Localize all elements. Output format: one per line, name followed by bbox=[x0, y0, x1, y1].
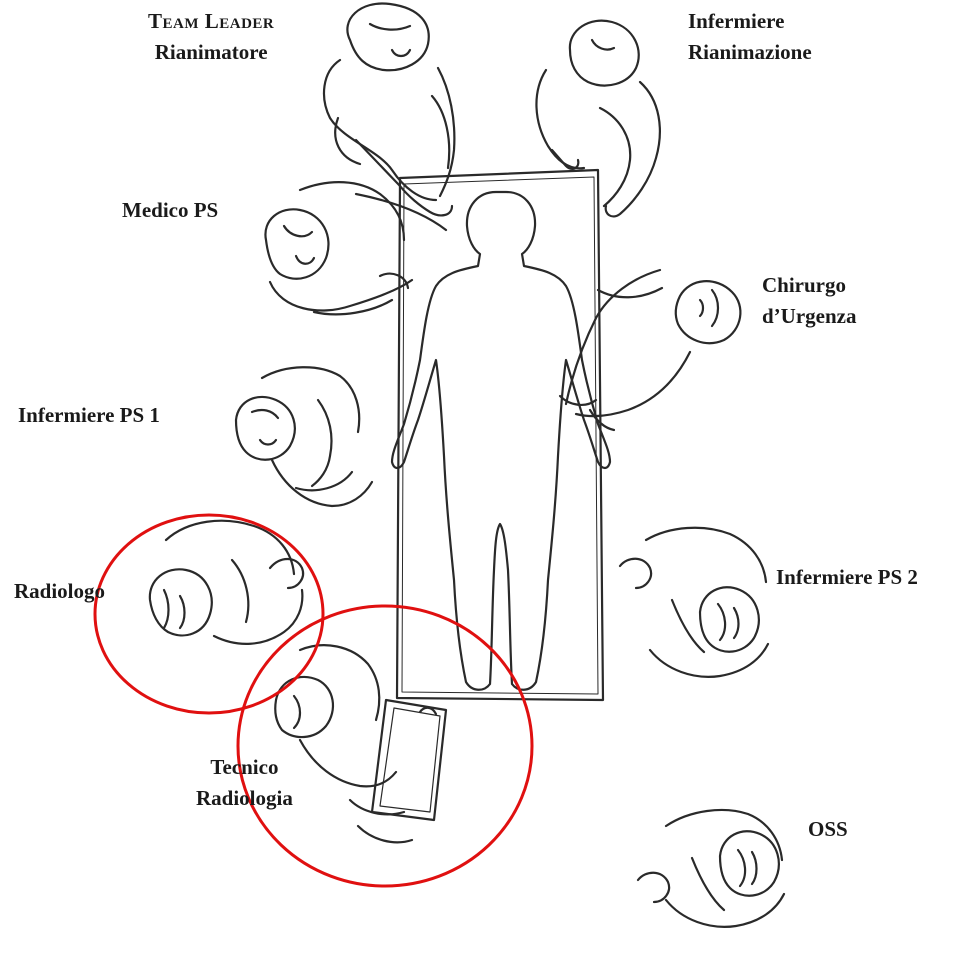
tecnico-line2: Radiologia bbox=[196, 783, 293, 814]
radiologo-text: Radiologo bbox=[14, 576, 105, 607]
tecnico-line1: Tecnico bbox=[196, 752, 293, 783]
infermiere-ps1-label: Infermiere PS 1 bbox=[18, 400, 160, 431]
infermiere-ps2-figure bbox=[620, 528, 768, 677]
infermiere-ps1-figure bbox=[236, 367, 372, 506]
infermiere-ps1-text: Infermiere PS 1 bbox=[18, 400, 160, 431]
infermiere-rianimazione-line2: Rianimazione bbox=[688, 37, 812, 68]
radiologo-figure bbox=[150, 521, 303, 644]
oss-text: OSS bbox=[808, 814, 848, 845]
chirurgo-line1: Chirurgo bbox=[762, 270, 856, 301]
tecnico-highlight-circle bbox=[238, 606, 532, 886]
medico-ps-text: Medico PS bbox=[122, 195, 218, 226]
chirurgo-figure bbox=[560, 270, 740, 430]
oss-label: OSS bbox=[808, 814, 848, 845]
team-leader-label: Team Leader Rianimatore bbox=[148, 6, 274, 68]
tecnico-label: Tecnico Radiologia bbox=[196, 752, 293, 814]
highlight-markers bbox=[95, 515, 532, 886]
team-leader-line1: Team Leader bbox=[148, 6, 274, 37]
team-leader-line2: Rianimatore bbox=[148, 37, 274, 68]
infermiere-ps2-label: Infermiere PS 2 bbox=[776, 562, 918, 593]
chirurgo-label: Chirurgo d’Urgenza bbox=[762, 270, 856, 332]
infermiere-ps2-text: Infermiere PS 2 bbox=[776, 562, 918, 593]
medico-ps-label: Medico PS bbox=[122, 195, 218, 226]
patient-figure bbox=[392, 192, 610, 690]
infermiere-rianimazione-line1: Infermiere bbox=[688, 6, 812, 37]
chirurgo-line2: d’Urgenza bbox=[762, 301, 856, 332]
stretcher bbox=[397, 170, 603, 700]
oss-figure bbox=[638, 810, 784, 927]
medico-ps-figure bbox=[265, 182, 446, 314]
infermiere-rianimazione-label: Infermiere Rianimazione bbox=[688, 6, 812, 68]
team-leader-figure bbox=[324, 3, 454, 215]
radiologo-label: Radiologo bbox=[14, 576, 105, 607]
